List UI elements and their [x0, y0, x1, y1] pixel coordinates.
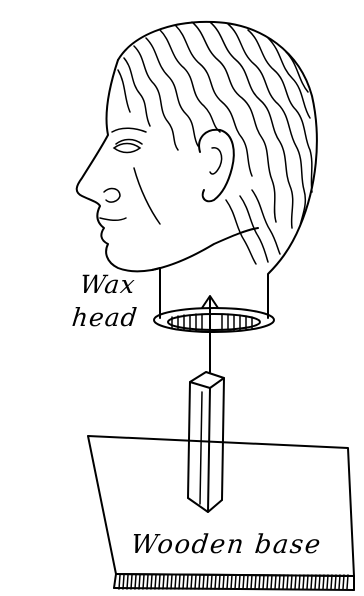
- mouth: [100, 218, 126, 220]
- base-hatch-line: [203, 575, 204, 589]
- base-hatch-line: [147, 575, 148, 589]
- base-hatch-line: [327, 575, 328, 589]
- base-hatch-line: [279, 575, 280, 589]
- face-profile: [77, 60, 160, 271]
- base-hatch-line: [303, 575, 304, 589]
- neck-opening-hatching: [172, 314, 252, 330]
- base-hatch-line: [319, 575, 320, 589]
- base-hatch-line: [259, 575, 260, 589]
- base-hatch-line: [335, 575, 336, 589]
- base-hatch-line: [191, 575, 192, 589]
- base-hatch-line: [255, 575, 256, 589]
- base-hatch-line: [127, 575, 128, 589]
- base-hatch-line: [167, 575, 168, 589]
- base-hatch-line: [343, 575, 344, 589]
- base-hatch-line: [263, 575, 264, 589]
- base-hatch-line: [163, 575, 164, 589]
- base-hatch-line: [339, 575, 340, 589]
- base-hatch-line: [187, 575, 188, 589]
- base-hatch-line: [331, 575, 332, 589]
- base-hatch-line: [271, 575, 272, 589]
- base-hatch-line: [239, 575, 240, 589]
- base-hatch-line: [307, 575, 308, 589]
- base-hatch-line: [123, 575, 124, 589]
- base-hatch-line: [251, 575, 252, 589]
- base-hatch-line: [175, 575, 176, 589]
- base-hatch-line: [119, 575, 120, 589]
- base-hatch-line: [207, 575, 208, 589]
- eye: [114, 144, 140, 153]
- eyebrow: [112, 128, 146, 132]
- base-hatch-line: [287, 575, 288, 589]
- ear: [199, 130, 234, 202]
- base-hatch-line: [283, 575, 284, 589]
- base-hatch-line: [291, 575, 292, 589]
- base-hatch-line: [231, 575, 232, 589]
- nostril: [104, 189, 120, 203]
- base-hatch-line: [311, 575, 312, 589]
- base-hatch-line: [227, 575, 228, 589]
- base-front-bottom: [114, 588, 354, 590]
- base-hatch-line: [223, 575, 224, 589]
- base-hatch-line: [215, 575, 216, 589]
- base-hatch-line: [159, 575, 160, 589]
- base-hatch-line: [195, 575, 196, 589]
- base-hatch-line: [211, 575, 212, 589]
- base-hatch-line: [131, 575, 132, 589]
- base-edge-hatching: [119, 575, 348, 589]
- base-hatch-line: [135, 575, 136, 589]
- base-hatch-line: [139, 575, 140, 589]
- base-hatch-line: [155, 575, 156, 589]
- base-hatch-line: [235, 575, 236, 589]
- wax-head-label-line1: Wax: [78, 270, 137, 299]
- base-hatch-line: [243, 575, 244, 589]
- base-hatch-line: [219, 575, 220, 589]
- base-hatch-line: [151, 575, 152, 589]
- hair: [118, 22, 312, 264]
- base-hatch-line: [295, 575, 296, 589]
- base-hatch-line: [171, 575, 172, 589]
- base-hatch-line: [179, 575, 180, 589]
- base-hatch-line: [275, 575, 276, 589]
- base-hatch-line: [183, 575, 184, 589]
- base-hatch-line: [299, 575, 300, 589]
- base-hatch-line: [247, 575, 248, 589]
- base-hatch-line: [347, 575, 348, 589]
- base-hatch-line: [267, 575, 268, 589]
- jaw-line: [152, 228, 258, 270]
- cheek-line: [134, 168, 160, 224]
- base-hatch-line: [199, 575, 200, 589]
- wooden-base: [88, 436, 354, 590]
- wax-head-label-line2: head: [70, 303, 139, 332]
- base-hatch-line: [323, 575, 324, 589]
- wooden-base-label: Wooden base: [129, 530, 323, 560]
- ear-inner: [210, 148, 222, 174]
- base-hatch-line: [143, 575, 144, 589]
- base-hatch-line: [315, 575, 316, 589]
